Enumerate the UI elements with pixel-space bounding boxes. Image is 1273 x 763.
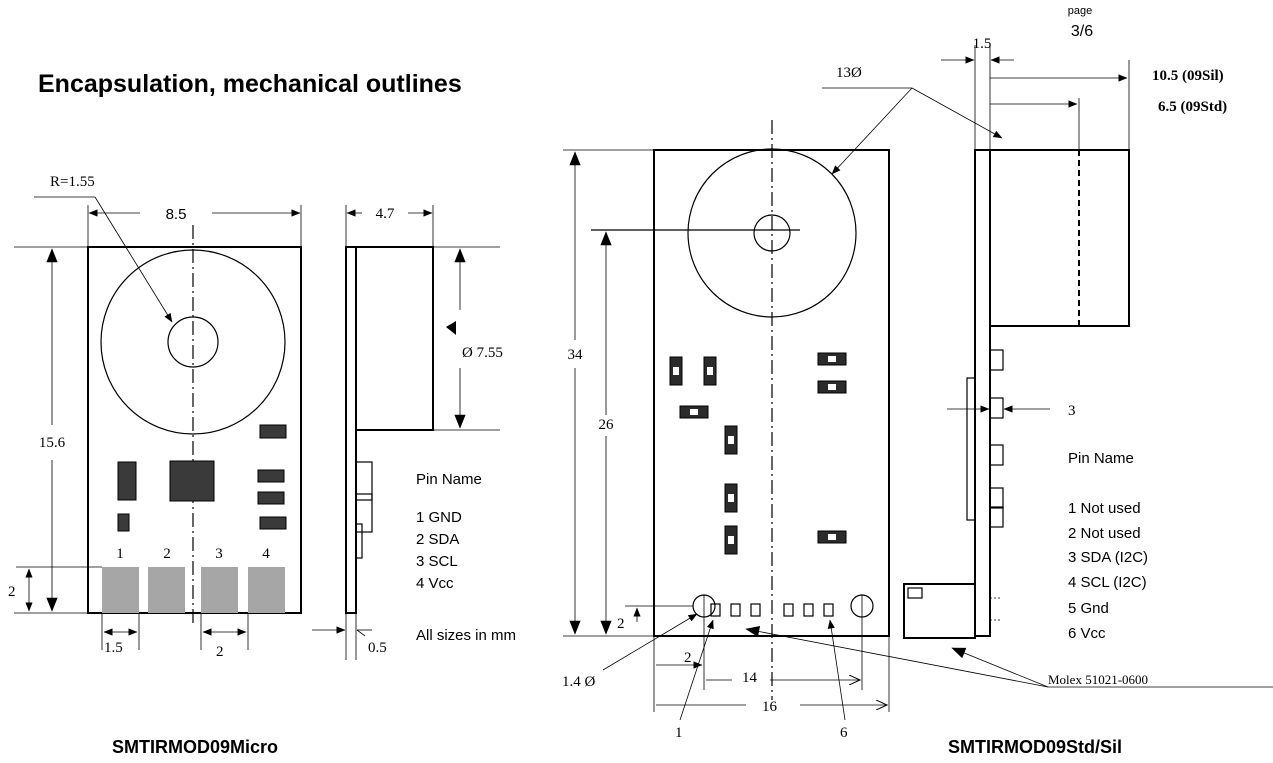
- std-side-view: [903, 149, 1130, 639]
- std-center-height-label: 26: [599, 417, 615, 433]
- micro-height-label: 15.6: [39, 435, 66, 451]
- std-hole-x-label: 2: [684, 650, 692, 666]
- micro-width-label: 8.5: [166, 206, 187, 223]
- micro-pin-heading: Pin Name: [416, 471, 482, 488]
- micro-lens-housing: [355, 246, 434, 431]
- std-pin-5: 5 Gnd: [1068, 600, 1109, 617]
- micro-front-view: 1 2 3 4: [87, 225, 302, 626]
- micro-pin-4: 4 Vcc: [416, 575, 454, 592]
- std-first-pin-label: 1: [675, 725, 683, 741]
- micro-pad-1: [102, 567, 139, 613]
- std-caption: SMTIRMOD09Std/Sil: [948, 737, 1122, 757]
- std-hole-offset-label: 2: [617, 616, 625, 632]
- micro-pad-3: [201, 567, 238, 613]
- micro-pad-number-3: 3: [215, 546, 223, 562]
- std-pin-table: Pin Name 1 Not used 2 Not used 3 SDA (I2…: [1068, 450, 1148, 642]
- std-pin-pitch-label: 3: [1068, 403, 1076, 419]
- std-front-view: [591, 120, 890, 700]
- std-pin-3: 3 SDA (I2C): [1068, 549, 1148, 566]
- std-pin-4: 4 SCL (I2C): [1068, 574, 1147, 591]
- page-number: 3/6: [1071, 23, 1093, 40]
- micro-pcb-edge: [345, 246, 357, 614]
- std-pin-6: 6 Vcc: [1068, 625, 1106, 642]
- micro-caption: SMTIRMOD09Micro: [112, 737, 278, 757]
- std-lens-diameter-label: 13Ø: [836, 65, 862, 81]
- std-lens-housing: [989, 149, 1130, 327]
- std-pin-1: 1 Not used: [1068, 500, 1141, 517]
- std-side-dimensions: 1.5 10.5 (09Sil) 6.5 (09Std) 3 Molex 510…: [745, 36, 1273, 688]
- std-last-pin-label: 6: [840, 725, 848, 741]
- std-connector-label: Molex 51021-0600: [1048, 672, 1148, 687]
- micro-pin-2: 2 SDA: [416, 531, 459, 548]
- std-depth-std-label: 6.5 (09Std): [1158, 99, 1227, 115]
- micro-pin-1: 1 GND: [416, 509, 462, 526]
- page-title: Encapsulation, mechanical outlines: [38, 70, 462, 98]
- micro-pad-width-label: 1.5: [104, 640, 123, 656]
- std-width-label: 16: [762, 699, 778, 715]
- micro-side-view: [345, 246, 434, 614]
- std-connector-pins: [710, 603, 834, 617]
- std-molex-connector: [903, 583, 976, 639]
- micro-pad-height-label: 2: [8, 584, 16, 600]
- std-components: [669, 352, 847, 555]
- std-pin-heading: Pin Name: [1068, 450, 1134, 467]
- micro-pad-4: [248, 567, 285, 613]
- std-pin-2: 2 Not used: [1068, 525, 1141, 542]
- micro-pin-3: 3 SCL: [416, 553, 458, 570]
- std-height-label: 34: [568, 347, 584, 363]
- micro-dimensions: R=1.55 8.5 15.6 2 1.5 2: [8, 174, 302, 660]
- std-pcb-edge: [974, 149, 991, 637]
- micro-radius-label: R=1.55: [50, 174, 95, 190]
- micro-pad-number-2: 2: [163, 546, 171, 562]
- std-depth-sil-label: 10.5 (09Sil): [1152, 68, 1224, 84]
- micro-pin-table: Pin Name 1 GND 2 SDA 3 SCL 4 Vcc: [416, 471, 482, 592]
- std-hole-spacing-label: 14: [742, 670, 758, 686]
- micro-pad-2: [148, 567, 185, 613]
- std-pcb-thickness-label: 1.5: [973, 36, 992, 52]
- micro-depth-label: 4.7: [376, 206, 395, 222]
- std-hole-diameter-label: 1.4 Ø: [562, 674, 596, 690]
- units-note: All sizes in mm: [416, 627, 516, 644]
- page-label: page: [1068, 5, 1092, 17]
- micro-pcb-thickness-label: 0.5: [368, 640, 387, 656]
- micro-pad-number-1: 1: [116, 546, 124, 562]
- micro-pad-gap-label: 2: [216, 644, 224, 660]
- micro-pad-number-4: 4: [262, 546, 270, 562]
- micro-ic-chip: [169, 460, 215, 502]
- micro-side-dimensions: 4.7 Ø 7.55 0.5: [312, 205, 503, 660]
- std-dimensions: 13Ø 34 26 2 1.4 Ø 2 14 16 1: [562, 65, 1003, 741]
- micro-lens-diameter-label: Ø 7.55: [462, 345, 503, 361]
